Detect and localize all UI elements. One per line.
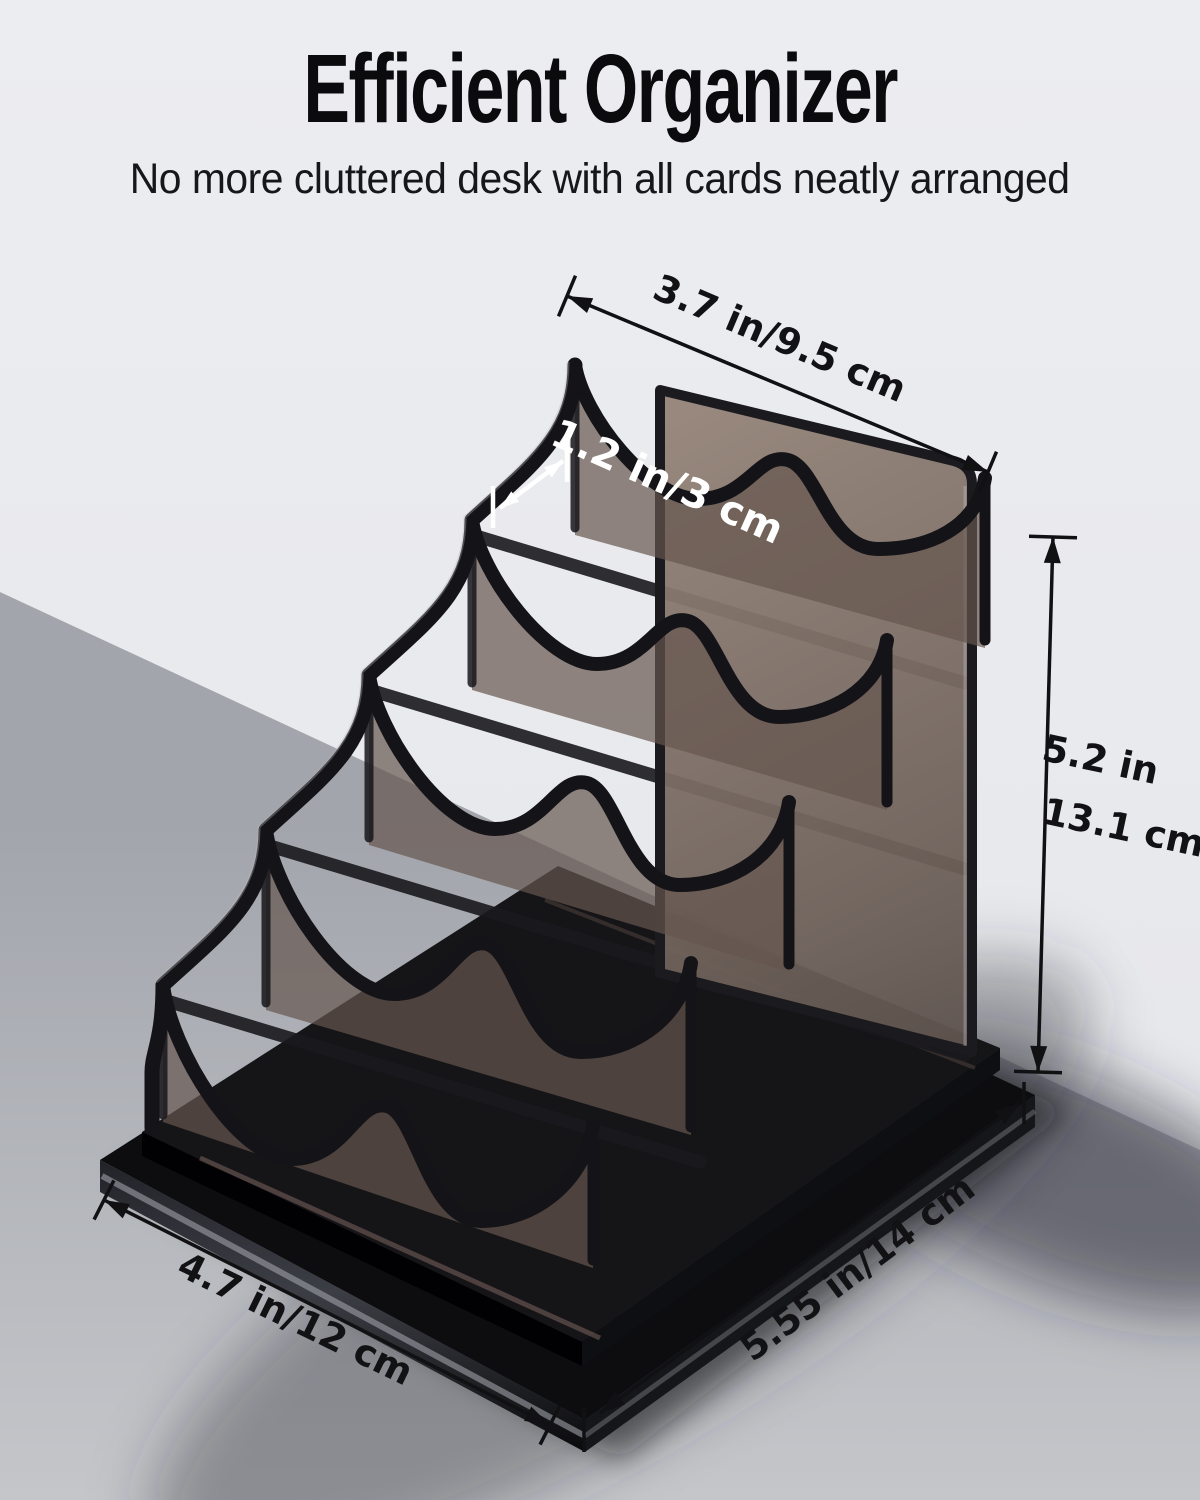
- base-pink-reflection: [198, 1155, 602, 1341]
- dimension-line: [1036, 536, 1055, 1073]
- arrowhead: [1030, 1045, 1048, 1072]
- dimension-line: [598, 1101, 1022, 1415]
- arrowhead: [995, 1103, 1020, 1125]
- base-lower-front-right: [585, 1095, 1035, 1452]
- arrowhead: [543, 461, 563, 478]
- arrowhead: [500, 491, 520, 508]
- arrowhead: [600, 1391, 625, 1413]
- arrowhead: [524, 1406, 550, 1425]
- end-tick: [1013, 1069, 1063, 1075]
- product-render: [100, 357, 1037, 1452]
- end-tick: [1028, 534, 1078, 540]
- arrowhead: [961, 455, 988, 472]
- left-side-wall: [144, 357, 583, 1136]
- end-tick: [556, 275, 578, 317]
- arrowhead: [104, 1200, 130, 1219]
- end-tick: [92, 1179, 116, 1221]
- left-wall-highlight: [154, 361, 570, 984]
- dimension-line: [103, 1198, 551, 1427]
- base-reflection-streak: [100, 1173, 587, 1439]
- card-slot-divider-4: [259, 823, 698, 1135]
- base-upper-front-right: [582, 1048, 1000, 1366]
- arrowhead: [1043, 537, 1061, 564]
- end-tick: [538, 1404, 562, 1446]
- base-upper-front-left: [142, 1132, 582, 1366]
- dimension-line: [566, 294, 989, 474]
- arrowhead: [567, 296, 594, 313]
- end-tick: [977, 451, 999, 493]
- base-reflection-streak: [583, 1108, 1037, 1439]
